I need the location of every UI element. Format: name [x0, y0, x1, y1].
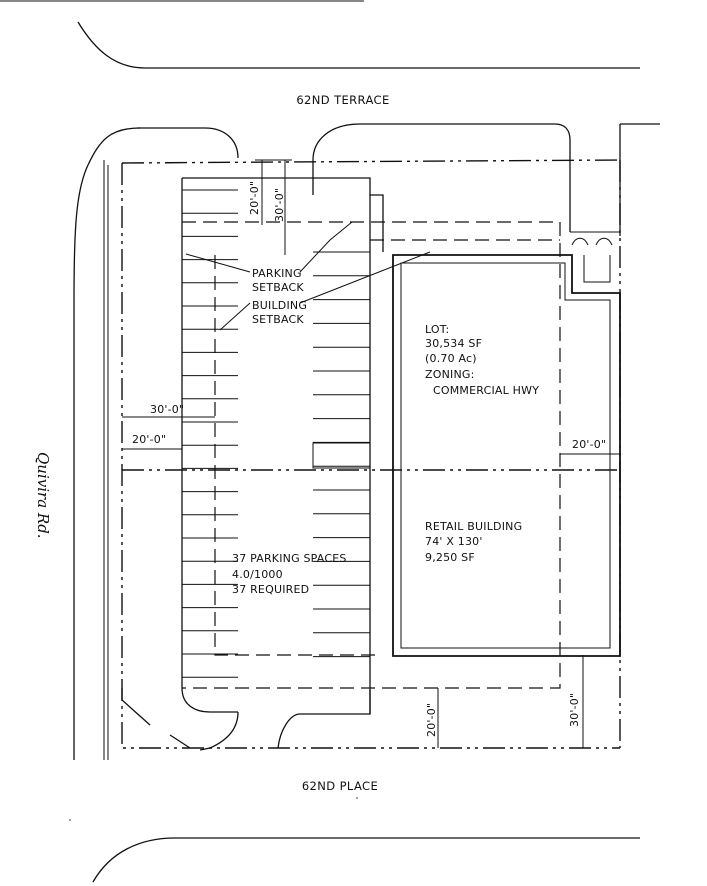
- sw-island-curb-2: [199, 711, 239, 751]
- building-info-block: RETAIL BUILDING 74' X 130' 9,250 SF: [425, 520, 522, 564]
- south-curb-line: [92, 837, 640, 883]
- west-curb-line: [73, 127, 141, 760]
- nw-island-curb: [138, 127, 239, 159]
- dim-top-20-text: 20'-0": [248, 181, 261, 215]
- property-line: [121, 159, 621, 749]
- dim-west-30-text: 30'-0": [150, 403, 184, 416]
- parking-info-line: 37 REQUIRED: [232, 583, 309, 596]
- ne-planter-shrubs: [571, 237, 613, 246]
- ne-entry-notch: [570, 231, 620, 283]
- scan-speck: [356, 797, 358, 799]
- dim-bottom-30-text: 30'-0": [568, 693, 581, 727]
- street-south-label: 62ND PLACE: [302, 779, 378, 793]
- parking-setback-label-2: SETBACK: [252, 281, 304, 294]
- sw-island-curb: [181, 687, 238, 713]
- parking-info-line: 37 PARKING SPACES: [232, 552, 347, 565]
- building-info-line: 74' X 130': [425, 535, 483, 548]
- dim-top-30-text: 30'-0": [273, 188, 286, 222]
- parking-setback-label-1: PARKING: [252, 267, 302, 280]
- parking-stalls-west: [182, 189, 238, 678]
- dim-east-20-text: 20'-0": [572, 438, 606, 451]
- north-curb-line: [77, 21, 640, 69]
- parking-stalls-east: [313, 251, 370, 658]
- dim-bottom-20-text: 20'-0": [425, 703, 438, 737]
- building-setback-line: [214, 255, 380, 656]
- building-outline: [392, 254, 621, 657]
- parking-setback-leader-right: [299, 221, 353, 273]
- street-west-label: Quivira Rd.: [34, 452, 52, 539]
- building-info-line: 9,250 SF: [425, 551, 475, 564]
- parking-info-block: 37 PARKING SPACES 4.0/1000 37 REQUIRED: [232, 552, 347, 596]
- scan-speck: [69, 819, 71, 821]
- lot-east-edge: [277, 195, 371, 749]
- lot-info-line: LOT:: [425, 323, 449, 336]
- lot-info-line: 30,534 SF: [425, 337, 482, 350]
- parking-setback-line: [182, 221, 561, 689]
- building-info-line: RETAIL BUILDING: [425, 520, 522, 533]
- lot-info-line: COMMERCIAL HWY: [433, 384, 539, 397]
- building-setback-leader-right: [299, 251, 431, 304]
- lot-info-line: ZONING:: [425, 368, 475, 381]
- lot-info-line: (0.70 Ac): [425, 352, 477, 365]
- sw-curb-cut: [121, 688, 191, 749]
- parking-info-line: 4.0/1000: [232, 568, 283, 581]
- dim-west-20-text: 20'-0": [132, 433, 166, 446]
- building-setback-label-1: BUILDING: [252, 299, 307, 312]
- street-north-label: 62ND TERRACE: [296, 93, 389, 107]
- curb-island: [312, 442, 371, 469]
- parking-setback-leader-left: [185, 253, 251, 273]
- building-inner-outline: [400, 262, 611, 649]
- lot-info-block: LOT: 30,534 SF (0.70 Ac) ZONING: COMMERC…: [425, 323, 539, 397]
- building-setback-leader-left: [219, 302, 251, 331]
- building-setback-label-2: SETBACK: [252, 313, 304, 326]
- north-island-curb: [312, 123, 571, 232]
